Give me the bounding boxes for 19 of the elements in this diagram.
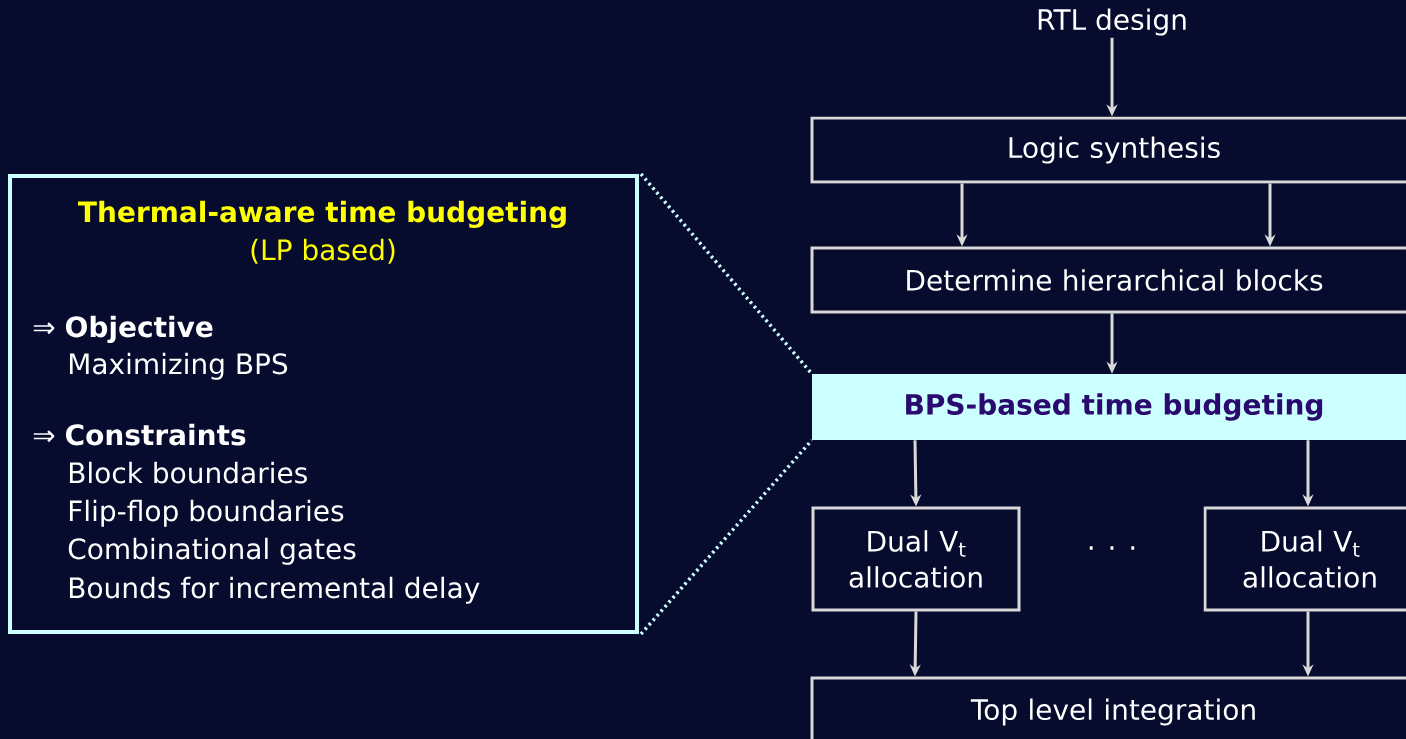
process-box: Dual V$_{t}$ allocation [1203,506,1406,612]
list-item: Combinational gates [68,537,356,565]
highlighted-box: BPS-based time budgeting [812,374,1406,440]
bullet-heading: ⇒ Constraints [33,423,246,446]
list-item: Bounds for incremental delay [69,576,480,604]
connector-line [639,172,814,375]
list-item: Flip-flop boundaries [69,499,344,527]
list-item: Block boundaries [69,461,307,484]
process-box: Dual V$_{t}$ allocation [811,506,1021,612]
panel-heading: Thermal-aware time budgeting [78,200,566,229]
ellipsis: . . . [1089,546,1135,550]
panel-subheading: (LP based) [251,238,395,264]
process-box: Logic synthesis [810,116,1406,184]
process-box: Determine hierarchical blocks [810,246,1406,314]
input-label: RTL design [1038,8,1186,36]
panel-box [8,174,639,634]
process-box: Top level integration [810,676,1406,739]
bullet-heading: ⇒ Objective [33,315,213,344]
list-item: Maximizing BPS [69,352,288,380]
